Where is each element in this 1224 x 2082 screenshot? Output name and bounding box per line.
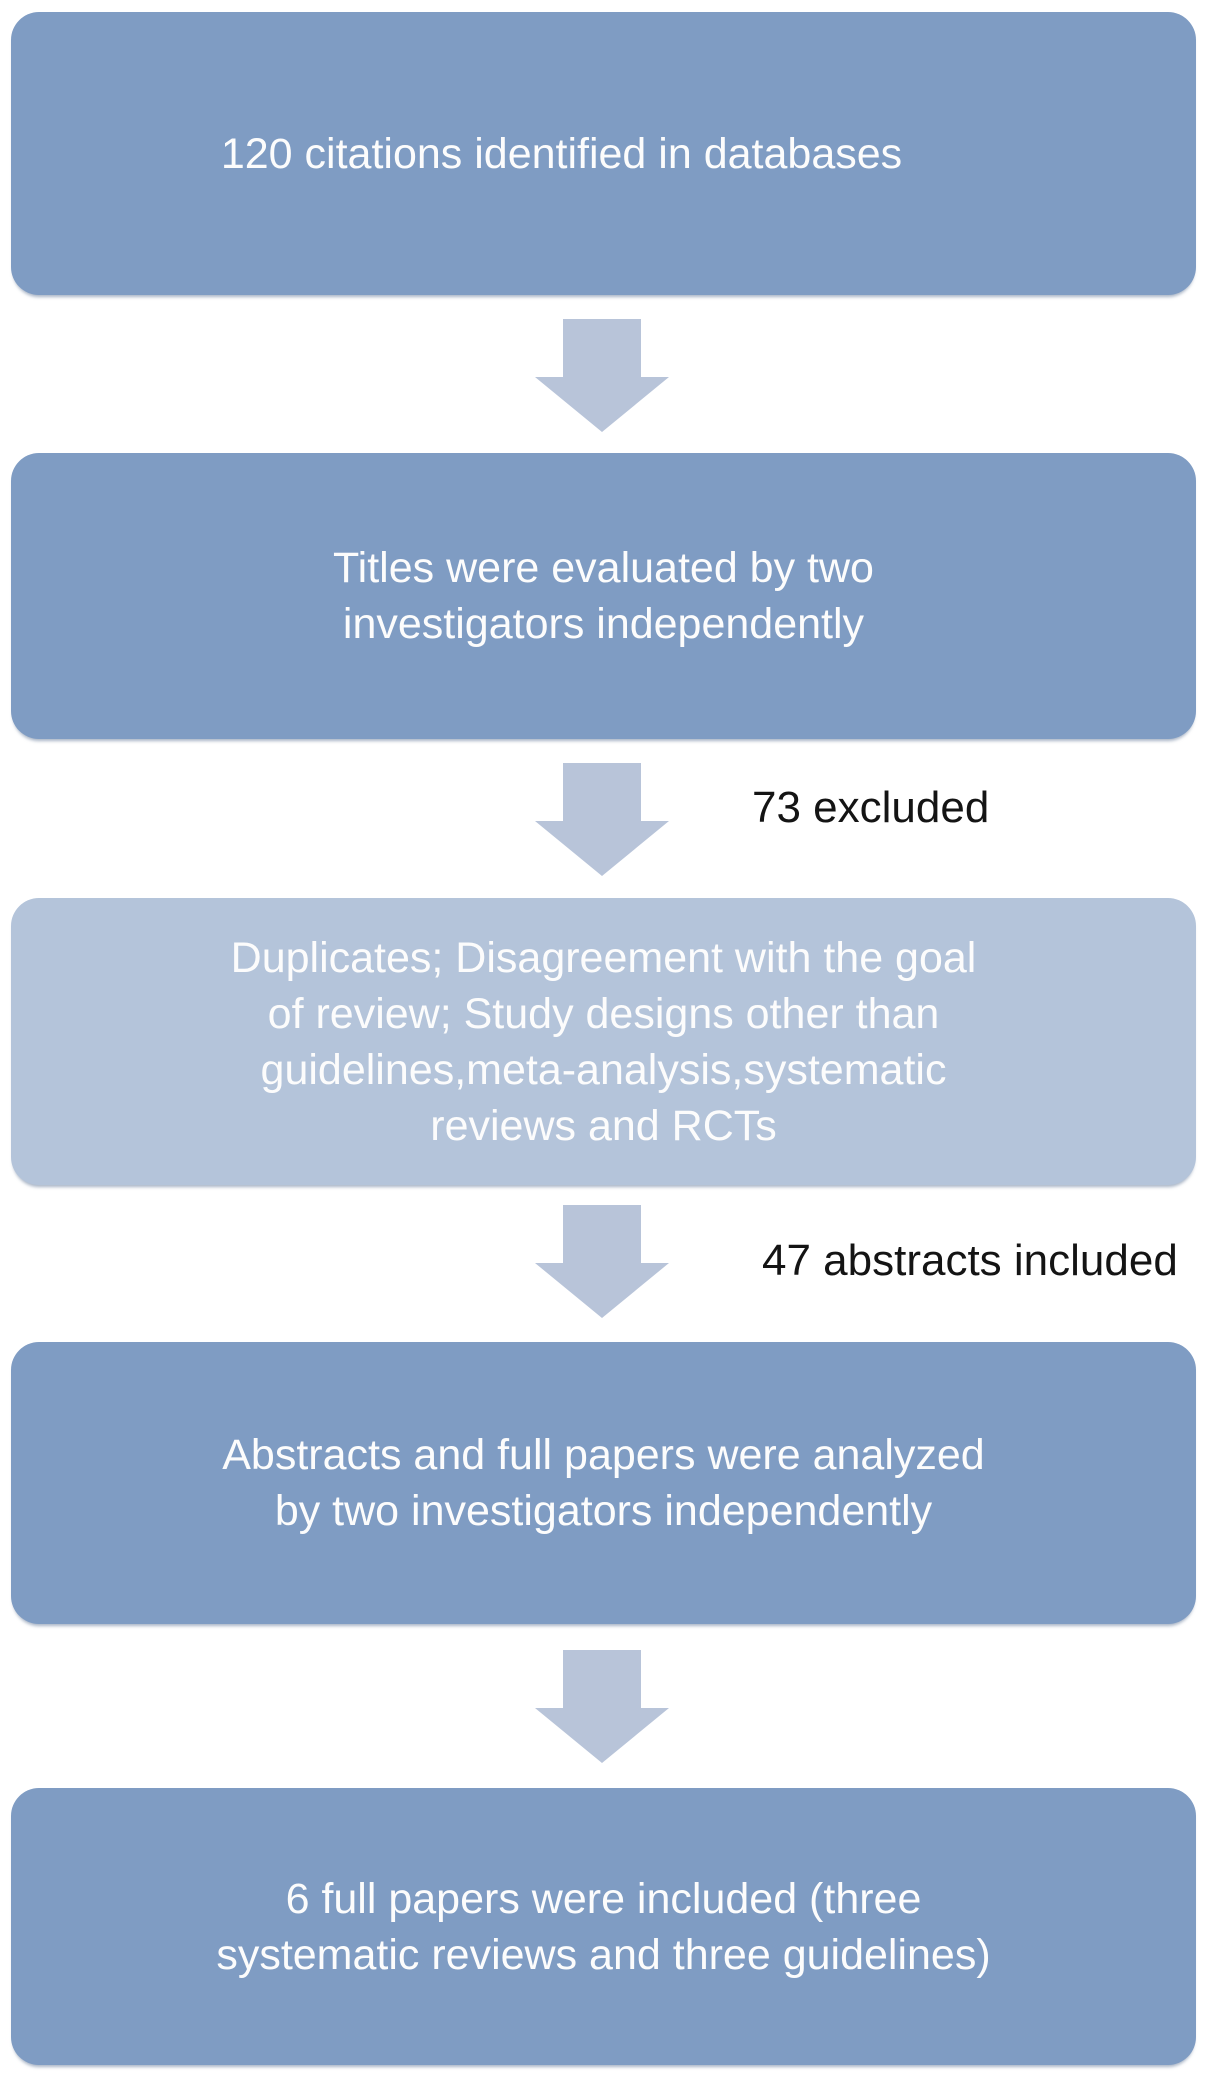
text-line: guidelines,meta-analysis,systematic (260, 1045, 947, 1094)
down-arrow-icon (535, 319, 669, 432)
text-line: of review; Study designs other than (267, 989, 940, 1038)
down-arrow-icon (535, 1650, 669, 1763)
flow-box-text: Duplicates; Disagreement with the goal o… (231, 930, 977, 1154)
text-line: investigators independently (342, 600, 865, 648)
text-line: Abstracts and full papers were analyzed (222, 1431, 985, 1479)
text-line: 120 citations identified in databases (220, 129, 903, 178)
flow-box-text: 120 citations identified in databases (221, 126, 902, 182)
abstracts-included-count-label: 47 abstracts included (762, 1236, 1178, 1285)
flow-box-abstracts-analyzed: Abstracts and full papers were analyzed … (11, 1342, 1196, 1624)
flow-box-text: Titles were evaluated by two investigato… (333, 540, 874, 652)
down-arrow-icon (535, 763, 669, 876)
text-line: reviews and RCTs (430, 1101, 777, 1150)
flow-box-exclusion-reasons: Duplicates; Disagreement with the goal o… (11, 898, 1196, 1185)
flow-box-text: 6 full papers were included (three syste… (216, 1871, 990, 1983)
text-line: by two investigators independently (274, 1487, 933, 1535)
text-line: Titles were evaluated by two (333, 544, 874, 592)
excluded-count-label: 73 excluded (752, 783, 990, 832)
flow-box-text: Abstracts and full papers were analyzed … (222, 1427, 984, 1539)
text-line: Duplicates; Disagreement with the goal (230, 933, 977, 982)
flow-box-full-papers-included: 6 full papers were included (three syste… (11, 1788, 1196, 2065)
flow-box-citations-identified: 120 citations identified in databases (11, 12, 1196, 295)
flow-box-titles-evaluated: Titles were evaluated by two investigato… (11, 453, 1196, 739)
text-line: 6 full papers were included (three (285, 1874, 922, 1923)
down-arrow-icon (535, 1205, 669, 1318)
text-line: systematic reviews and three guidelines) (216, 1930, 991, 1979)
